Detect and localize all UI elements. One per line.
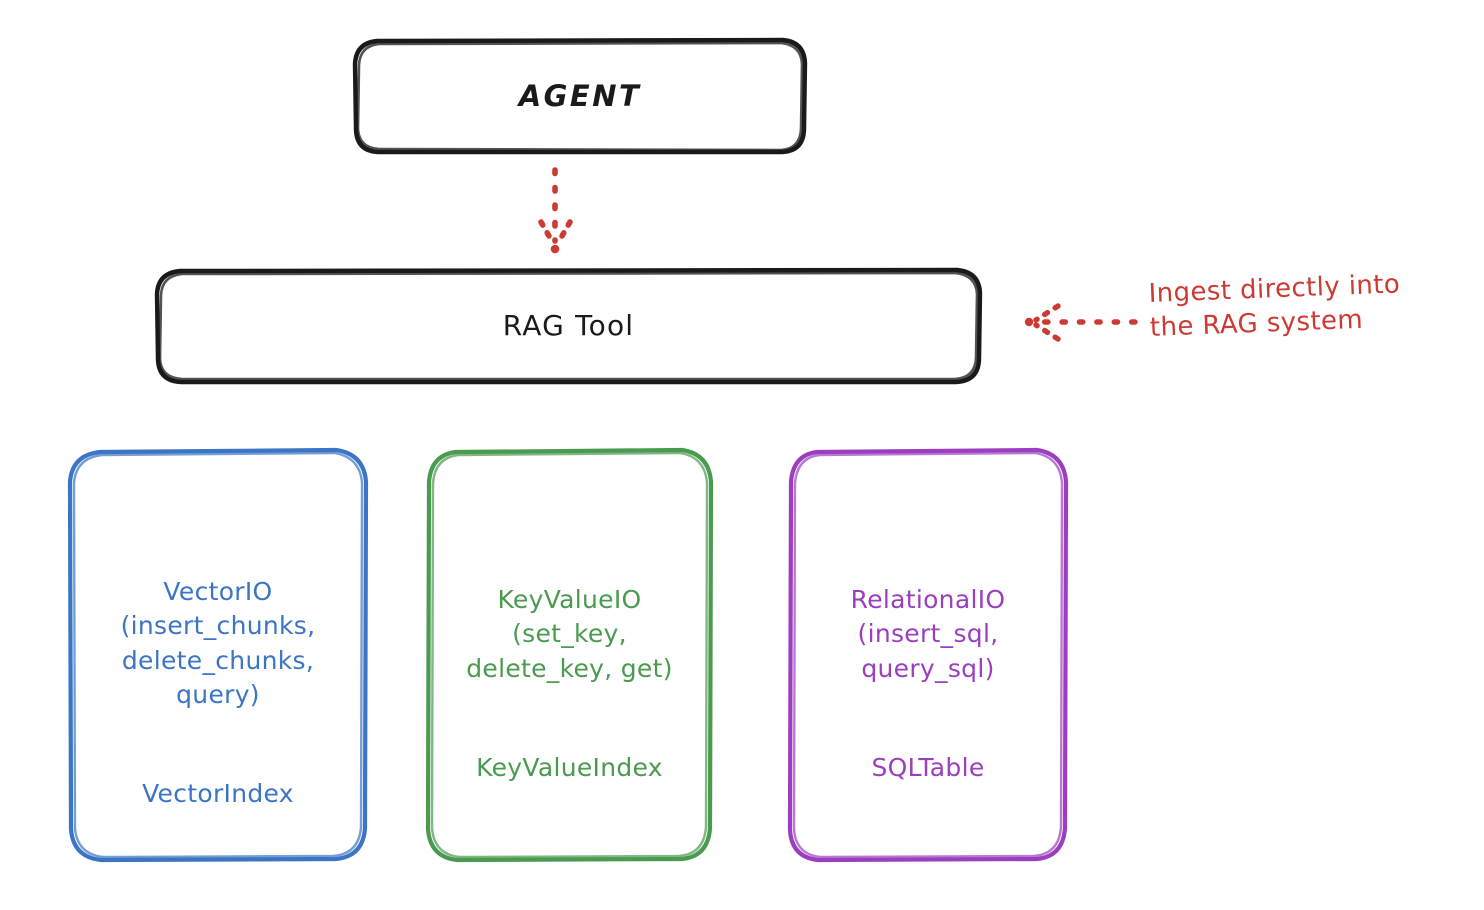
node-agent[interactable]: AGENT [355, 40, 805, 153]
node-rag-tool[interactable]: RAG Tool [157, 270, 980, 383]
node-key-value-io-secondary-label: KeyValueIndex [476, 752, 663, 782]
spacer [121, 713, 316, 743]
node-vector-io-label: VectorIO (insert_chunks, delete_chunks, … [120, 576, 316, 710]
node-relational-io-label: RelationalIO (insert_sql, query_sql) [850, 584, 1006, 683]
ingest-to-rag-tool-connector [1024, 303, 1138, 342]
node-vector-io-secondary-label: VectorIndex [142, 779, 294, 808]
node-vector-io-text: VectorIO (insert_chunks, delete_chunks, … [121, 540, 316, 812]
agent-to-rag-tool-connector [538, 167, 573, 254]
node-vector-io[interactable]: VectorIO (insert_chunks, delete_chunks, … [70, 450, 366, 860]
node-relational-io-text: RelationalIO (insert_sql, query_sql) SQL… [851, 548, 1006, 785]
spacer [466, 686, 673, 716]
node-key-value-io[interactable]: KeyValueIO (set_key, delete_key, get) Ke… [428, 450, 711, 860]
node-key-value-io-label: KeyValueIO (set_key, delete_key, get) [466, 584, 673, 683]
node-rag-tool-label: RAG Tool [502, 309, 635, 343]
node-agent-label: AGENT [518, 78, 642, 113]
node-key-value-io-text: KeyValueIO (set_key, delete_key, get) Ke… [466, 548, 673, 785]
node-relational-io[interactable]: RelationalIO (insert_sql, query_sql) SQL… [790, 450, 1066, 860]
annotation-ingest-directly: Ingest directly into the RAG system [1148, 269, 1401, 344]
spacer [851, 686, 1006, 716]
node-relational-io-secondary-label: SQLTable [871, 752, 985, 782]
